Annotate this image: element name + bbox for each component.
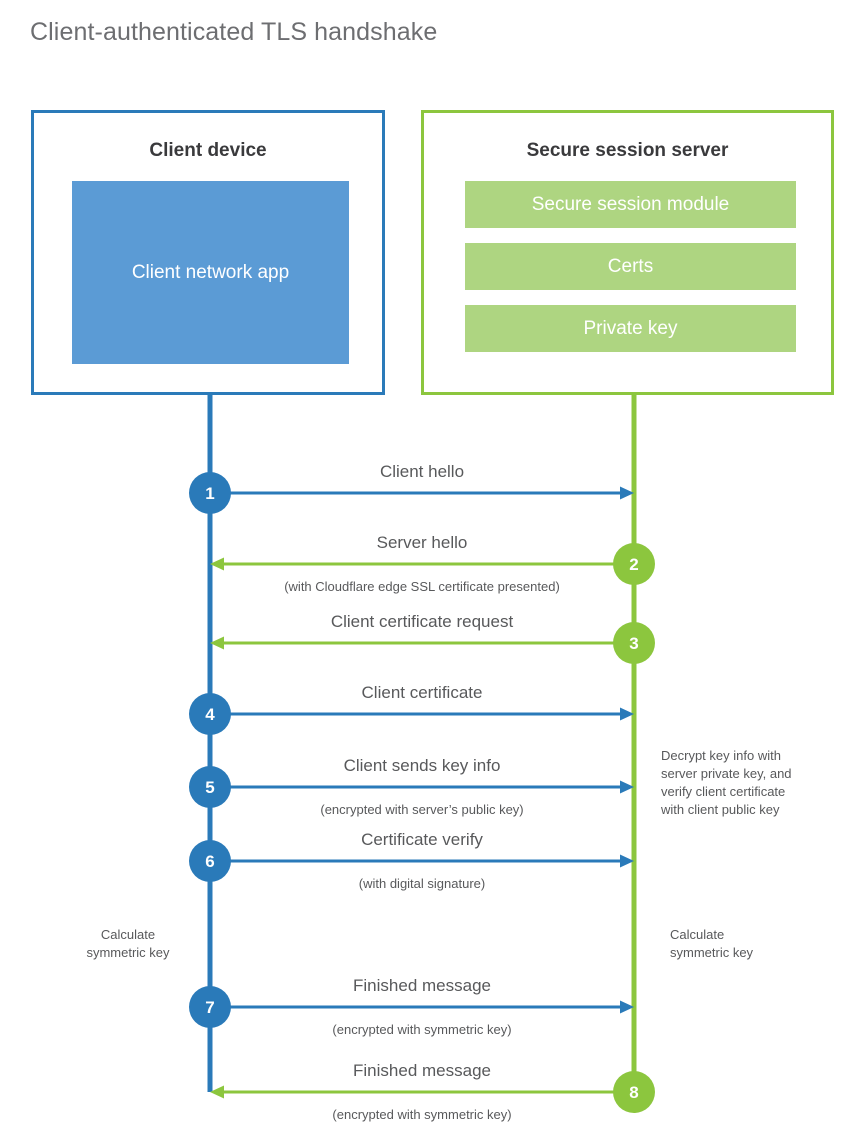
step-circle bbox=[189, 472, 231, 514]
server-calculate-note: Calculate symmetric key bbox=[670, 927, 754, 960]
note-line: verify client certificate bbox=[661, 784, 785, 799]
step-circle bbox=[613, 543, 655, 585]
server-component-list: Secure session module Certs Private key bbox=[465, 181, 796, 367]
message-sublabel: (encrypted with symmetric key) bbox=[332, 1107, 511, 1122]
message-label: Server hello bbox=[377, 533, 468, 552]
step-number: 1 bbox=[205, 484, 214, 503]
note-line: server private key, and bbox=[661, 766, 792, 781]
step-circle bbox=[189, 693, 231, 735]
note-line: Decrypt key info with bbox=[661, 748, 781, 763]
message-label: Finished message bbox=[353, 1061, 491, 1080]
message-arrow-head bbox=[620, 1000, 634, 1014]
server-decrypt-note: Decrypt key info with server private key… bbox=[660, 748, 792, 817]
server-component-bar: Certs bbox=[465, 243, 796, 290]
message-sublabel: (encrypted with symmetric key) bbox=[332, 1022, 511, 1037]
step-number: 6 bbox=[205, 852, 214, 871]
server-component-bar: Secure session module bbox=[465, 181, 796, 228]
client-device-heading: Client device bbox=[149, 140, 267, 161]
message-arrow-head bbox=[620, 707, 634, 721]
message-sublabel: (with Cloudflare edge SSL certificate pr… bbox=[284, 579, 560, 594]
message-arrow-head bbox=[620, 780, 634, 794]
message-label: Client certificate request bbox=[331, 612, 514, 631]
message-arrow-head bbox=[620, 854, 634, 868]
message-sublabel: (encrypted with server’s public key) bbox=[320, 802, 523, 817]
message-sublabel: (with digital signature) bbox=[359, 876, 485, 891]
note-line: Calculate bbox=[101, 927, 155, 942]
secure-session-server-box: Secure session server Secure session mod… bbox=[421, 110, 834, 395]
note-line: Calculate bbox=[670, 927, 724, 942]
step-number: 3 bbox=[629, 634, 638, 653]
step-number: 2 bbox=[629, 555, 638, 574]
step-number: 8 bbox=[629, 1083, 638, 1102]
step-circle bbox=[613, 622, 655, 664]
client-device-box: Client device Client network app bbox=[31, 110, 385, 395]
message-label: Client hello bbox=[380, 462, 464, 481]
note-line: symmetric key bbox=[670, 945, 754, 960]
client-calculate-note: Calculate symmetric key bbox=[86, 927, 170, 960]
message-label: Client sends key info bbox=[344, 756, 501, 775]
secure-session-server-heading: Secure session server bbox=[526, 140, 729, 161]
step-number: 7 bbox=[205, 998, 214, 1017]
step-circle bbox=[189, 840, 231, 882]
note-line: symmetric key bbox=[86, 945, 170, 960]
message-arrows bbox=[210, 486, 634, 1099]
note-line: with client public key bbox=[660, 802, 780, 817]
step-circle bbox=[613, 1071, 655, 1113]
server-component-bar: Private key bbox=[465, 305, 796, 352]
step-circle bbox=[189, 766, 231, 808]
step-circle bbox=[189, 986, 231, 1028]
message-label: Client certificate bbox=[362, 683, 483, 702]
step-number: 5 bbox=[205, 778, 214, 797]
message-label: Finished message bbox=[353, 976, 491, 995]
page-title: Client-authenticated TLS handshake bbox=[30, 18, 438, 46]
message-arrow-head bbox=[620, 486, 634, 500]
client-network-app-block: Client network app bbox=[72, 181, 349, 364]
message-arrow-head bbox=[210, 1085, 224, 1099]
message-arrow-head bbox=[210, 557, 224, 571]
message-arrow-head bbox=[210, 636, 224, 650]
message-label: Certificate verify bbox=[361, 830, 483, 849]
step-markers: 1 2 3 4 5 6 7 8 bbox=[189, 472, 655, 1113]
step-number: 4 bbox=[205, 705, 215, 724]
